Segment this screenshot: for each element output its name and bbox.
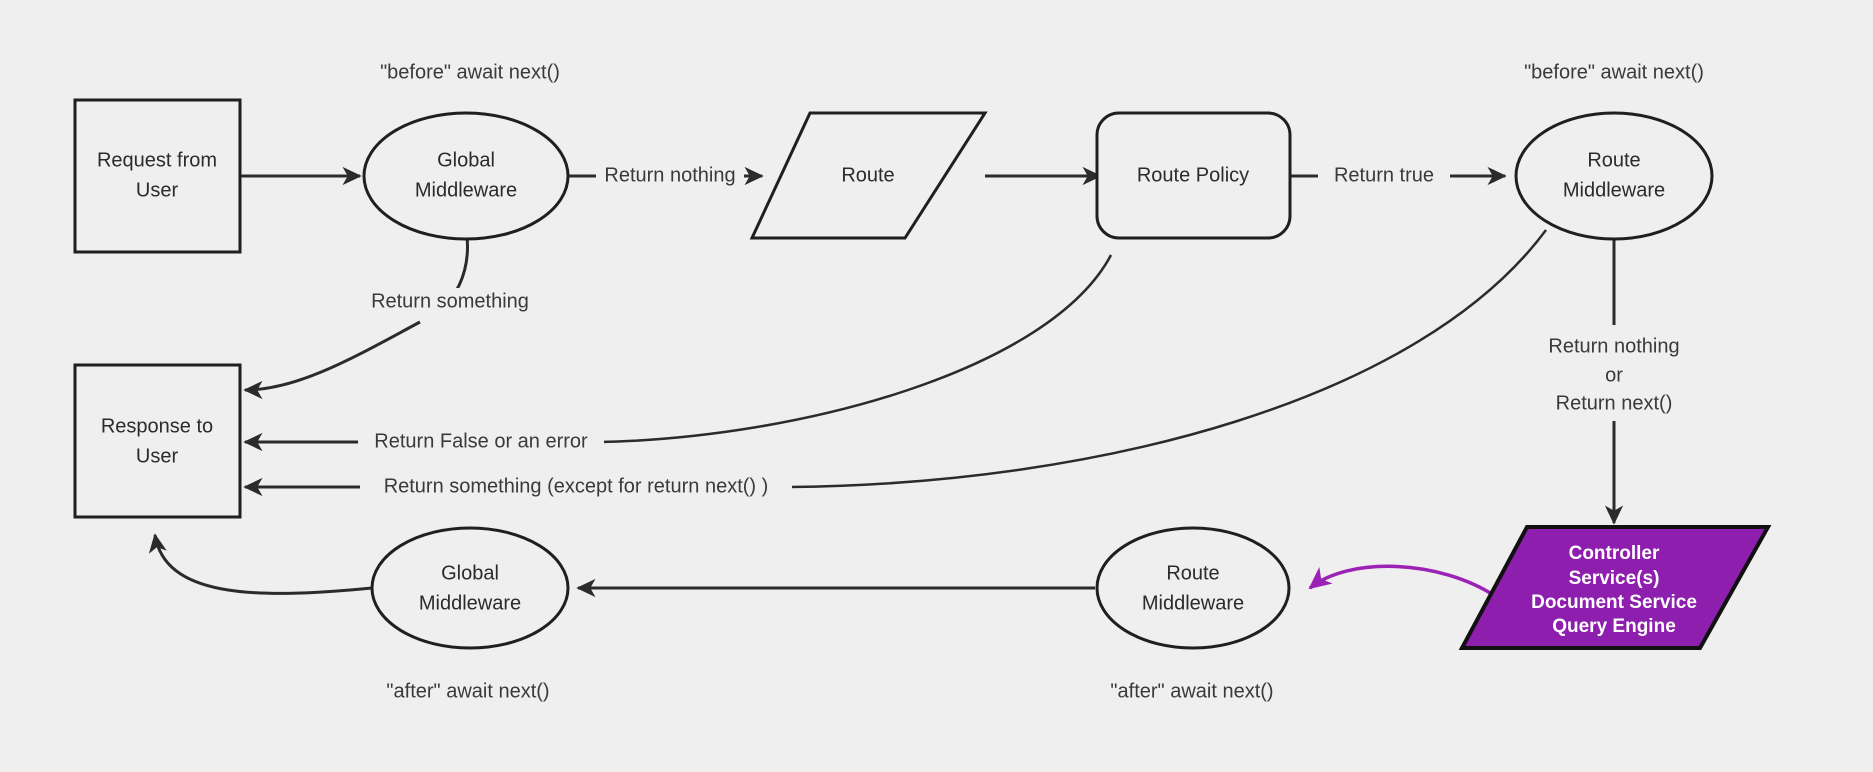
edge-label-return-something-except: Return something (except for return next… [384, 475, 769, 497]
node-global-middleware-top[interactable]: Global Middleware [362, 111, 570, 241]
edge-label-return-false-or-an-error: Return False or an error [374, 430, 588, 452]
return-nothing-label-bg [596, 162, 744, 190]
return-true-label-bg [1318, 162, 1450, 190]
node-controller-services[interactable]: Controller Service(s) Document Service Q… [1458, 525, 1772, 650]
global-middleware-bottom-label-line1: Global [441, 562, 499, 584]
annotation-after-await-next-route: "after" await next() [1110, 680, 1273, 702]
global-middleware-bottom-label-line2: Middleware [419, 592, 521, 614]
node-route-middleware-bottom[interactable]: Route Middleware [1095, 526, 1291, 650]
node-global-middleware-bottom[interactable]: Global Middleware [370, 526, 570, 650]
node-route-policy[interactable]: Route Policy [1095, 111, 1292, 240]
controller-services-label-line1: Controller [1569, 543, 1660, 564]
return-false-label-bg [358, 428, 604, 456]
request-from-user-label-line1: Request from [97, 149, 217, 171]
annotation-before-await-next-route: "before" await next() [1524, 61, 1704, 83]
controller-services-label-line3: Document Service [1531, 592, 1697, 613]
edge-label-return-nothing: Return nothing [604, 164, 735, 186]
return-something-except-label-bg [360, 473, 792, 501]
controller-services-label-line2: Service(s) [1569, 568, 1660, 589]
route-policy-label: Route Policy [1137, 164, 1249, 186]
route-middleware-bottom-label-line2: Middleware [1142, 592, 1244, 614]
global-middleware-top-label-line1: Global [437, 149, 495, 171]
edge-route-policy-return-false [599, 254, 1113, 444]
return-nothing-or-next-label-bg [1526, 325, 1706, 421]
route-middleware-top-label-line1: Route [1587, 149, 1640, 171]
annotation-after-await-next-global: "after" await next() [386, 680, 549, 702]
node-route-middleware-top[interactable]: Route Middleware [1514, 111, 1714, 241]
edge-label-return-nothing-or-next-line3: Return next() [1556, 392, 1673, 414]
edge-route-middleware-return-something-except [789, 229, 1548, 489]
annotation-before-await-next-global: "before" await next() [380, 61, 560, 83]
node-route[interactable]: Route [749, 111, 988, 240]
controller-services-label-line4: Query Engine [1552, 616, 1676, 637]
return-something-label-bg [360, 288, 540, 316]
route-label: Route [841, 164, 894, 186]
edge-controller-to-route-middleware-bottom [1308, 564, 1496, 598]
edge-global-middleware-bottom-to-response [148, 533, 373, 595]
edge-global-middleware-return-something-tail [243, 320, 421, 400]
edge-label-return-true: Return true [1334, 164, 1434, 186]
global-middleware-top-label-line2: Middleware [415, 179, 517, 201]
response-to-user-label-line2: User [136, 445, 179, 467]
edge-label-return-nothing-or-next-line1: Return nothing [1548, 335, 1679, 357]
request-from-user-label-line2: User [136, 179, 179, 201]
node-request-from-user[interactable]: Request from User [73, 98, 242, 254]
edge-label-return-something: Return something [371, 290, 529, 312]
edge-label-return-nothing-or-next-line2: or [1605, 364, 1623, 386]
response-to-user-label-line1: Response to [101, 415, 213, 437]
route-middleware-bottom-label-line1: Route [1166, 562, 1219, 584]
node-response-to-user[interactable]: Response to User [73, 363, 242, 519]
route-middleware-top-label-line2: Middleware [1563, 179, 1665, 201]
